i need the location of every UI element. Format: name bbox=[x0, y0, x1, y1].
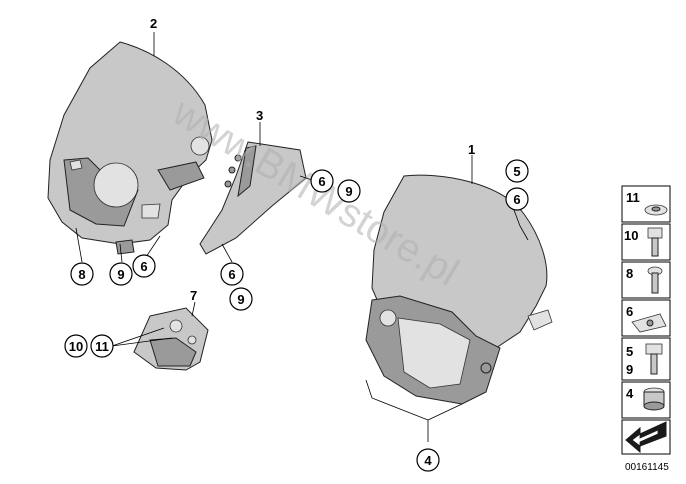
svg-text:4: 4 bbox=[626, 386, 634, 401]
svg-text:9: 9 bbox=[237, 292, 244, 307]
svg-text:10: 10 bbox=[624, 228, 638, 243]
legend-tile-8[interactable]: 8 bbox=[621, 261, 671, 299]
legend-tile-11[interactable]: 11 bbox=[621, 185, 671, 223]
legend-tile-arrow[interactable] bbox=[621, 419, 671, 455]
clip-nut-icon bbox=[631, 313, 667, 333]
callout-circle-6-part3-lower[interactable]: 6 bbox=[220, 262, 244, 286]
callout-circle-11-part7[interactable]: 11 bbox=[90, 334, 114, 358]
callout-circle-9-part3-lower[interactable]: 9 bbox=[229, 287, 253, 311]
svg-text:11: 11 bbox=[626, 190, 640, 205]
grommet-icon bbox=[643, 387, 665, 411]
callout-circle-9-part3[interactable]: 9 bbox=[337, 179, 361, 203]
part-1-fairing bbox=[365, 174, 553, 405]
diagram-id: 00161145 bbox=[625, 462, 669, 473]
arrow-icon bbox=[625, 421, 667, 454]
svg-text:8: 8 bbox=[78, 267, 85, 282]
callout-circle-8-part2[interactable]: 8 bbox=[70, 262, 94, 286]
part-7-bracket bbox=[133, 307, 209, 371]
legend-tile-4[interactable]: 4 bbox=[621, 381, 671, 419]
svg-text:6: 6 bbox=[318, 174, 325, 189]
screw-icon bbox=[647, 266, 663, 294]
legend-tile-5-9[interactable]: 5 9 bbox=[621, 337, 671, 381]
svg-text:5: 5 bbox=[513, 164, 520, 179]
legend-tile-10[interactable]: 10 bbox=[621, 223, 671, 261]
svg-text:6: 6 bbox=[140, 259, 147, 274]
callout-circle-10-part7[interactable]: 10 bbox=[64, 334, 88, 358]
leader-lines bbox=[75, 32, 529, 442]
svg-text:9: 9 bbox=[117, 267, 124, 282]
callout-3: 3 bbox=[256, 108, 263, 123]
svg-text:4: 4 bbox=[424, 453, 432, 468]
svg-text:5: 5 bbox=[626, 344, 633, 359]
svg-text:6: 6 bbox=[513, 192, 520, 207]
hex-screw-icon bbox=[645, 343, 663, 375]
svg-text:9: 9 bbox=[345, 184, 352, 199]
hex-bolt-icon bbox=[647, 227, 663, 257]
washer-hole-icon bbox=[651, 206, 661, 212]
svg-text:8: 8 bbox=[626, 266, 633, 281]
callout-7: 7 bbox=[190, 288, 197, 303]
svg-text:10: 10 bbox=[69, 339, 83, 354]
callout-circle-5-part1[interactable]: 5 bbox=[505, 159, 529, 183]
callout-circle-6-part3[interactable]: 6 bbox=[310, 169, 334, 193]
callout-1: 1 bbox=[468, 142, 475, 157]
callout-circle-6-part2[interactable]: 6 bbox=[132, 254, 156, 278]
part-2-cowl bbox=[47, 41, 213, 255]
callout-2: 2 bbox=[150, 16, 157, 31]
svg-text:11: 11 bbox=[95, 339, 109, 354]
callout-circle-9-part2[interactable]: 9 bbox=[109, 262, 133, 286]
svg-text:6: 6 bbox=[228, 267, 235, 282]
callout-circle-6-part1[interactable]: 6 bbox=[505, 187, 529, 211]
svg-text:9: 9 bbox=[626, 362, 633, 377]
callout-circle-4-part1[interactable]: 4 bbox=[416, 448, 440, 472]
small-parts-legend: 11 10 8 6 bbox=[621, 185, 671, 455]
legend-tile-6[interactable]: 6 bbox=[621, 299, 671, 337]
svg-text:6: 6 bbox=[626, 304, 633, 319]
part-3-side-panel bbox=[199, 141, 307, 255]
